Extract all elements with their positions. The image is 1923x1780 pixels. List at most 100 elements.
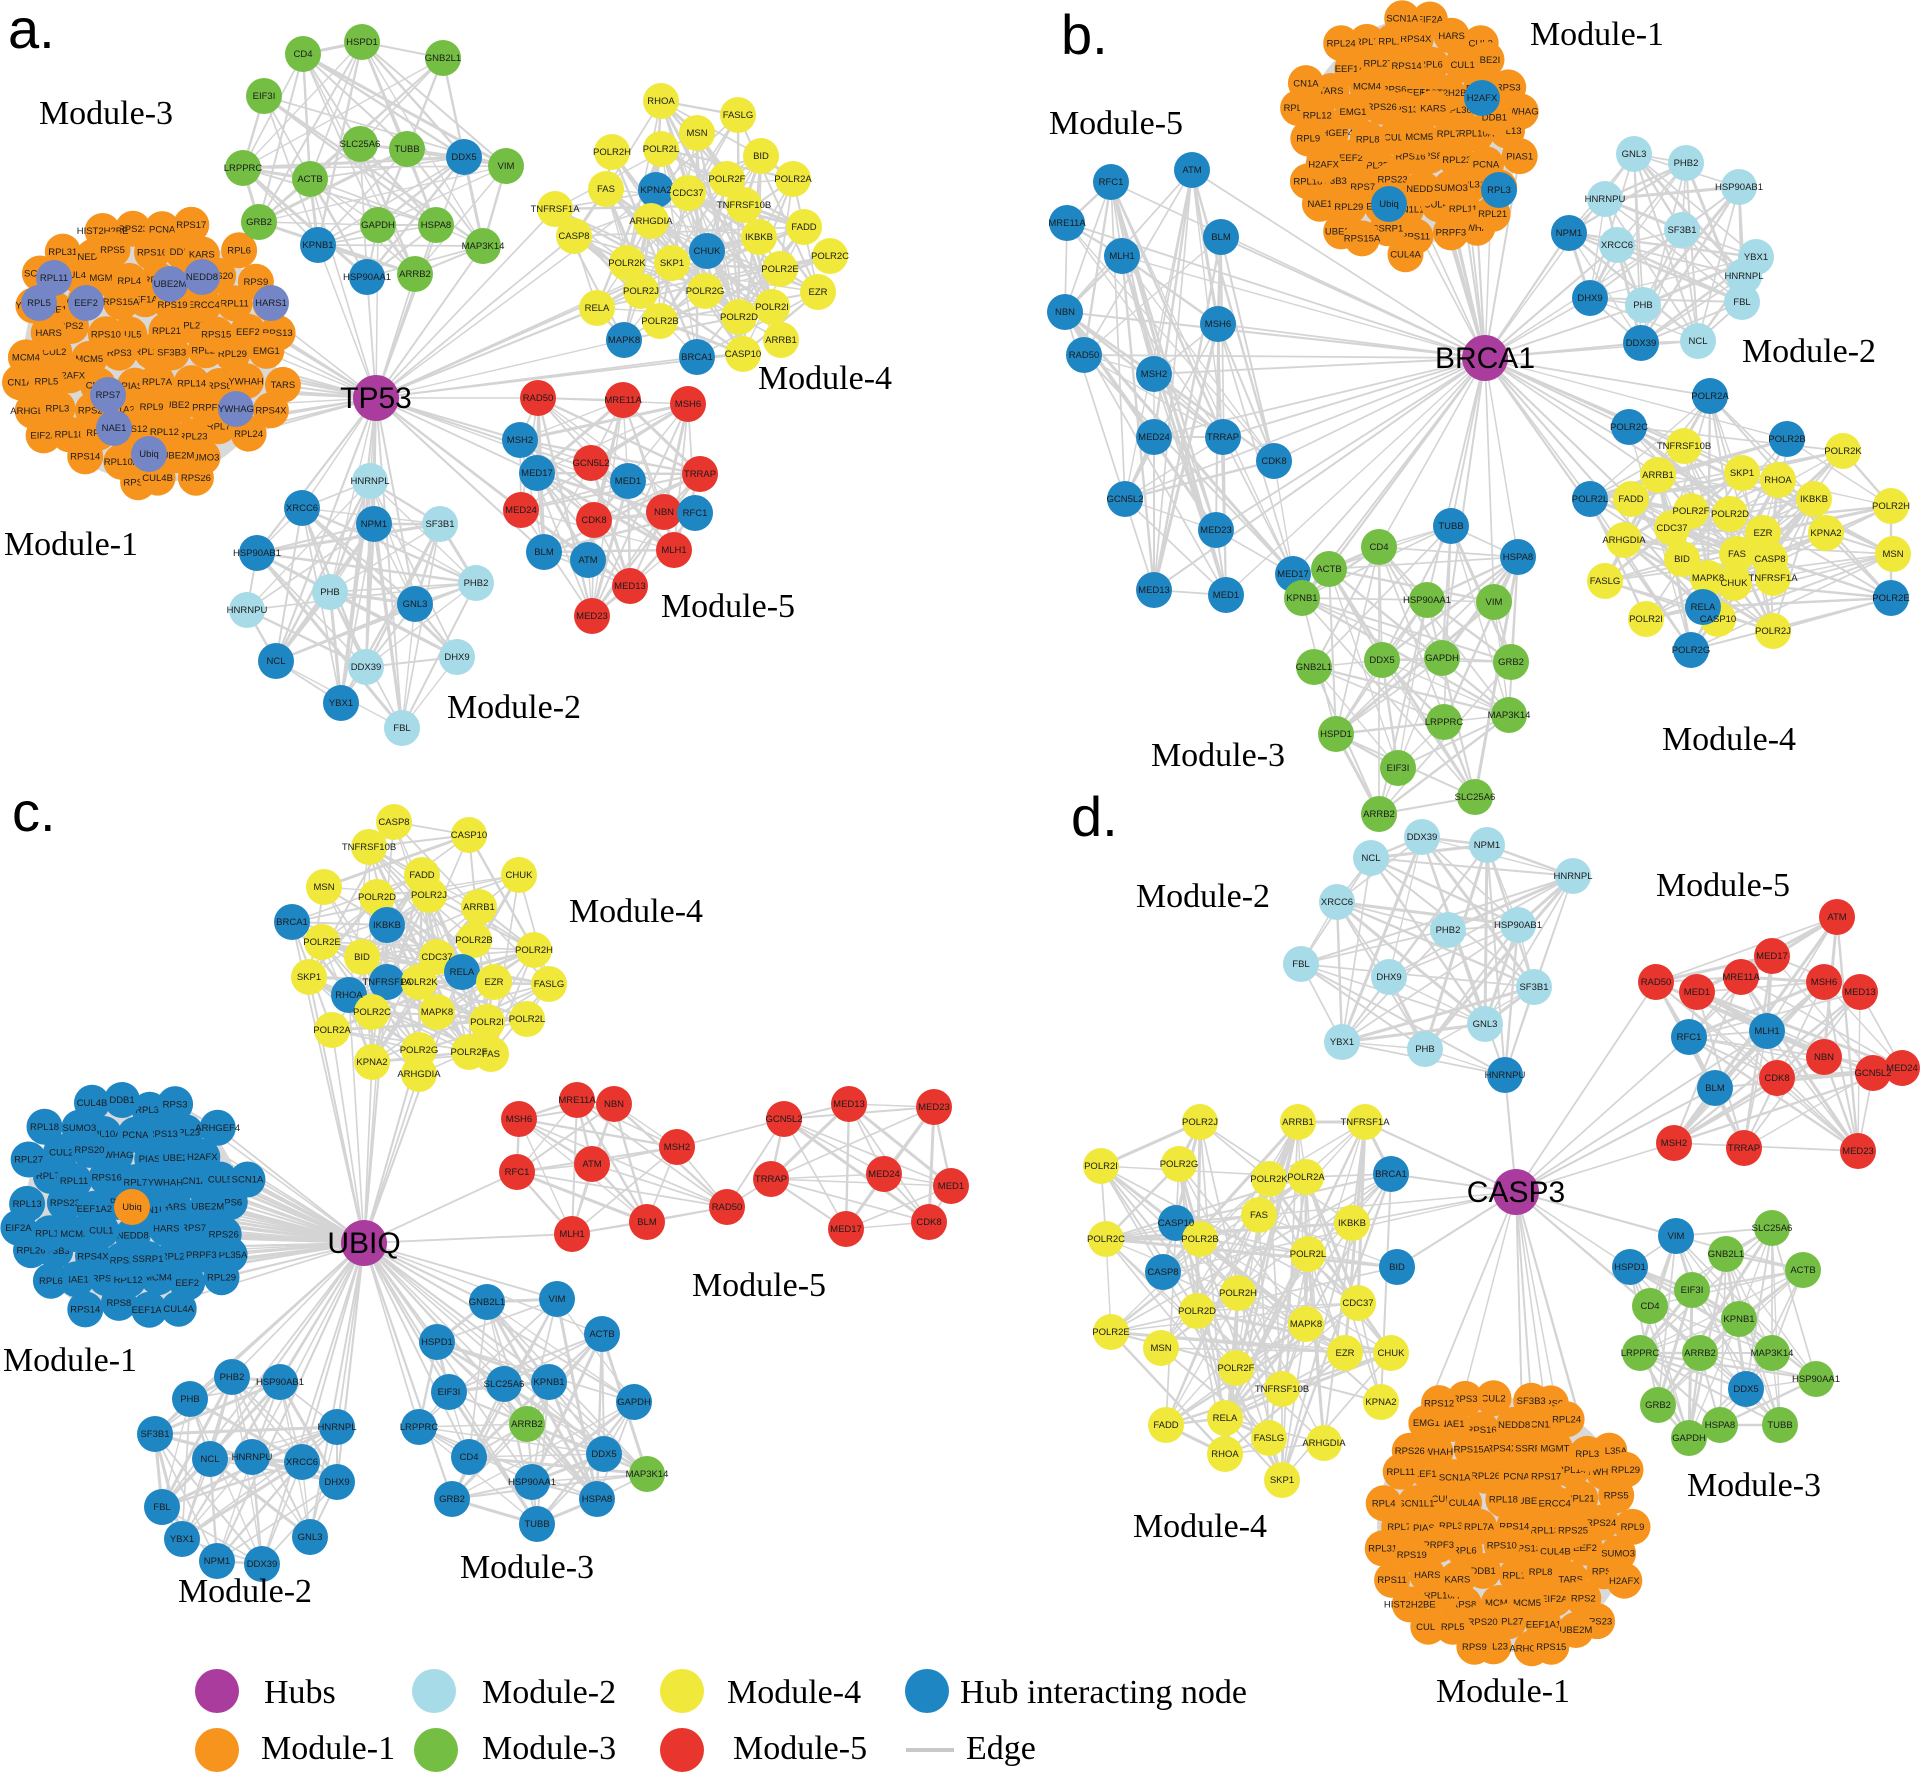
- svg-text:RHOA: RHOA: [1764, 475, 1792, 486]
- svg-text:POLR2E: POLR2E: [1092, 1327, 1130, 1338]
- svg-text:EMG1: EMG1: [1340, 107, 1367, 118]
- svg-text:IKBKB: IKBKB: [1338, 1218, 1366, 1229]
- svg-text:PHB2: PHB2: [1436, 925, 1461, 936]
- svg-text:HSP90AB1: HSP90AB1: [233, 548, 281, 559]
- svg-text:Module-3: Module-3: [1151, 737, 1285, 774]
- svg-text:RPS15A: RPS15A: [1454, 1444, 1491, 1455]
- svg-text:RPL24: RPL24: [1552, 1415, 1581, 1426]
- svg-text:PIAS1: PIAS1: [1506, 151, 1533, 162]
- svg-text:MAPK8: MAPK8: [1290, 1319, 1322, 1330]
- svg-text:IKBKB: IKBKB: [1800, 494, 1828, 505]
- svg-text:MED23: MED23: [576, 611, 608, 622]
- svg-text:SKP1: SKP1: [297, 972, 321, 983]
- svg-text:YBX1: YBX1: [1744, 252, 1768, 263]
- svg-text:RPL18: RPL18: [55, 430, 84, 441]
- svg-text:MGMT: MGMT: [1540, 1444, 1569, 1455]
- svg-text:GNL3: GNL3: [298, 1532, 323, 1543]
- svg-text:POLR2A: POLR2A: [1691, 391, 1729, 402]
- svg-text:HSP90AB1: HSP90AB1: [1715, 182, 1763, 193]
- svg-text:RPS4X: RPS4X: [77, 1252, 109, 1263]
- svg-text:KPNA2: KPNA2: [1810, 528, 1841, 539]
- svg-text:BRCA1: BRCA1: [1375, 1169, 1407, 1180]
- svg-text:POLR2D: POLR2D: [1178, 1306, 1216, 1317]
- svg-text:DHX9: DHX9: [1376, 972, 1401, 983]
- svg-text:NEDD8: NEDD8: [186, 272, 218, 283]
- svg-text:RPL5: RPL5: [35, 377, 59, 388]
- svg-text:EEF2: EEF2: [175, 1278, 199, 1289]
- svg-text:POLR2K: POLR2K: [400, 977, 438, 988]
- svg-text:RPL6: RPL6: [39, 1276, 63, 1287]
- svg-text:RPS5: RPS5: [1604, 1491, 1629, 1502]
- svg-text:TP53: TP53: [340, 382, 412, 415]
- svg-text:Module-5: Module-5: [692, 1267, 826, 1304]
- svg-text:RHOA: RHOA: [335, 990, 363, 1001]
- svg-text:POLR2J: POLR2J: [623, 286, 659, 297]
- svg-text:MRE11A: MRE11A: [1722, 972, 1760, 983]
- svg-text:Module-3: Module-3: [1687, 1467, 1821, 1504]
- svg-text:RPL31: RPL31: [48, 247, 77, 258]
- svg-text:RPS4X: RPS4X: [255, 406, 287, 417]
- svg-text:RELA: RELA: [585, 303, 610, 314]
- svg-text:BLM: BLM: [534, 547, 554, 558]
- svg-text:EEF2: EEF2: [74, 298, 98, 309]
- svg-text:Module-1: Module-1: [1436, 1673, 1570, 1710]
- svg-text:TRRAP: TRRAP: [1207, 432, 1239, 443]
- svg-text:RPL6: RPL6: [227, 246, 251, 257]
- svg-text:RFC1: RFC1: [683, 508, 708, 519]
- svg-text:RPL12: RPL12: [150, 427, 179, 438]
- svg-text:TNFRSF1A: TNFRSF1A: [1748, 573, 1798, 584]
- svg-text:RPL29: RPL29: [1334, 202, 1363, 213]
- svg-text:RPS9: RPS9: [1462, 1642, 1487, 1653]
- svg-text:MED23: MED23: [918, 1102, 950, 1113]
- svg-text:GCN1L1: GCN1L1: [1397, 1498, 1434, 1509]
- svg-text:UBIQ: UBIQ: [327, 1227, 400, 1260]
- svg-text:RPS10: RPS10: [91, 330, 121, 341]
- svg-text:HSPA8: HSPA8: [421, 220, 451, 231]
- svg-text:SLC25A6: SLC25A6: [484, 1379, 525, 1390]
- svg-text:GNL3: GNL3: [1622, 149, 1647, 160]
- svg-text:POLR2H: POLR2H: [515, 945, 553, 956]
- svg-text:PHB2: PHB2: [464, 578, 489, 589]
- svg-text:ARRB2: ARRB2: [399, 269, 431, 280]
- svg-text:RFC1: RFC1: [1677, 1032, 1702, 1043]
- svg-text:DDB1: DDB1: [109, 1095, 134, 1106]
- svg-text:EZR: EZR: [1754, 528, 1773, 539]
- svg-text:TNFRSF10B: TNFRSF10B: [1255, 1384, 1309, 1395]
- svg-text:FAS: FAS: [1250, 1210, 1268, 1221]
- svg-text:SKP1: SKP1: [660, 258, 684, 269]
- svg-text:HSP90AB1: HSP90AB1: [1494, 920, 1542, 931]
- svg-text:LRPPRC: LRPPRC: [224, 163, 263, 174]
- svg-text:CDK8: CDK8: [1764, 1073, 1789, 1084]
- svg-text:HNRNPU: HNRNPU: [1585, 194, 1626, 205]
- svg-text:GNB2L1: GNB2L1: [425, 53, 461, 64]
- svg-text:POLR2L: POLR2L: [509, 1014, 545, 1025]
- svg-text:SCN1A: SCN1A: [1386, 14, 1418, 25]
- svg-text:BLM: BLM: [1705, 1083, 1725, 1094]
- svg-text:POLR2E: POLR2E: [761, 264, 799, 275]
- svg-text:RPS11: RPS11: [1377, 1575, 1406, 1586]
- svg-text:CUL1: CUL1: [89, 1226, 113, 1237]
- svg-text:RPS10: RPS10: [1487, 1540, 1517, 1551]
- svg-text:RPS25: RPS25: [1558, 1525, 1588, 1536]
- svg-text:BLM: BLM: [1211, 232, 1231, 243]
- svg-text:MED13: MED13: [1138, 585, 1170, 596]
- svg-text:RAD50: RAD50: [1069, 350, 1100, 361]
- svg-text:Module-5: Module-5: [661, 588, 795, 625]
- svg-text:RPL29: RPL29: [1611, 1465, 1640, 1476]
- svg-text:MRE11A: MRE11A: [1048, 218, 1086, 229]
- svg-text:MED24: MED24: [868, 1169, 900, 1180]
- svg-text:POLR2B: POLR2B: [455, 935, 493, 946]
- svg-text:MSH6: MSH6: [506, 1114, 532, 1125]
- svg-text:MAP3K14: MAP3K14: [626, 1469, 669, 1480]
- svg-text:RPS5: RPS5: [100, 245, 125, 256]
- svg-text:HSP90AA1: HSP90AA1: [508, 1477, 556, 1488]
- svg-text:CASP10: CASP10: [1158, 1218, 1194, 1229]
- svg-text:RAD50: RAD50: [1641, 977, 1672, 988]
- svg-text:RPL11: RPL11: [220, 299, 248, 310]
- svg-text:RELA: RELA: [1213, 1413, 1238, 1424]
- svg-text:NAE1: NAE1: [1307, 199, 1332, 210]
- svg-text:FADD: FADD: [1618, 494, 1643, 505]
- svg-text:CN1A: CN1A: [1293, 78, 1319, 89]
- svg-text:RPL11: RPL11: [40, 273, 68, 284]
- svg-text:YWHAH: YWHAH: [148, 1178, 184, 1189]
